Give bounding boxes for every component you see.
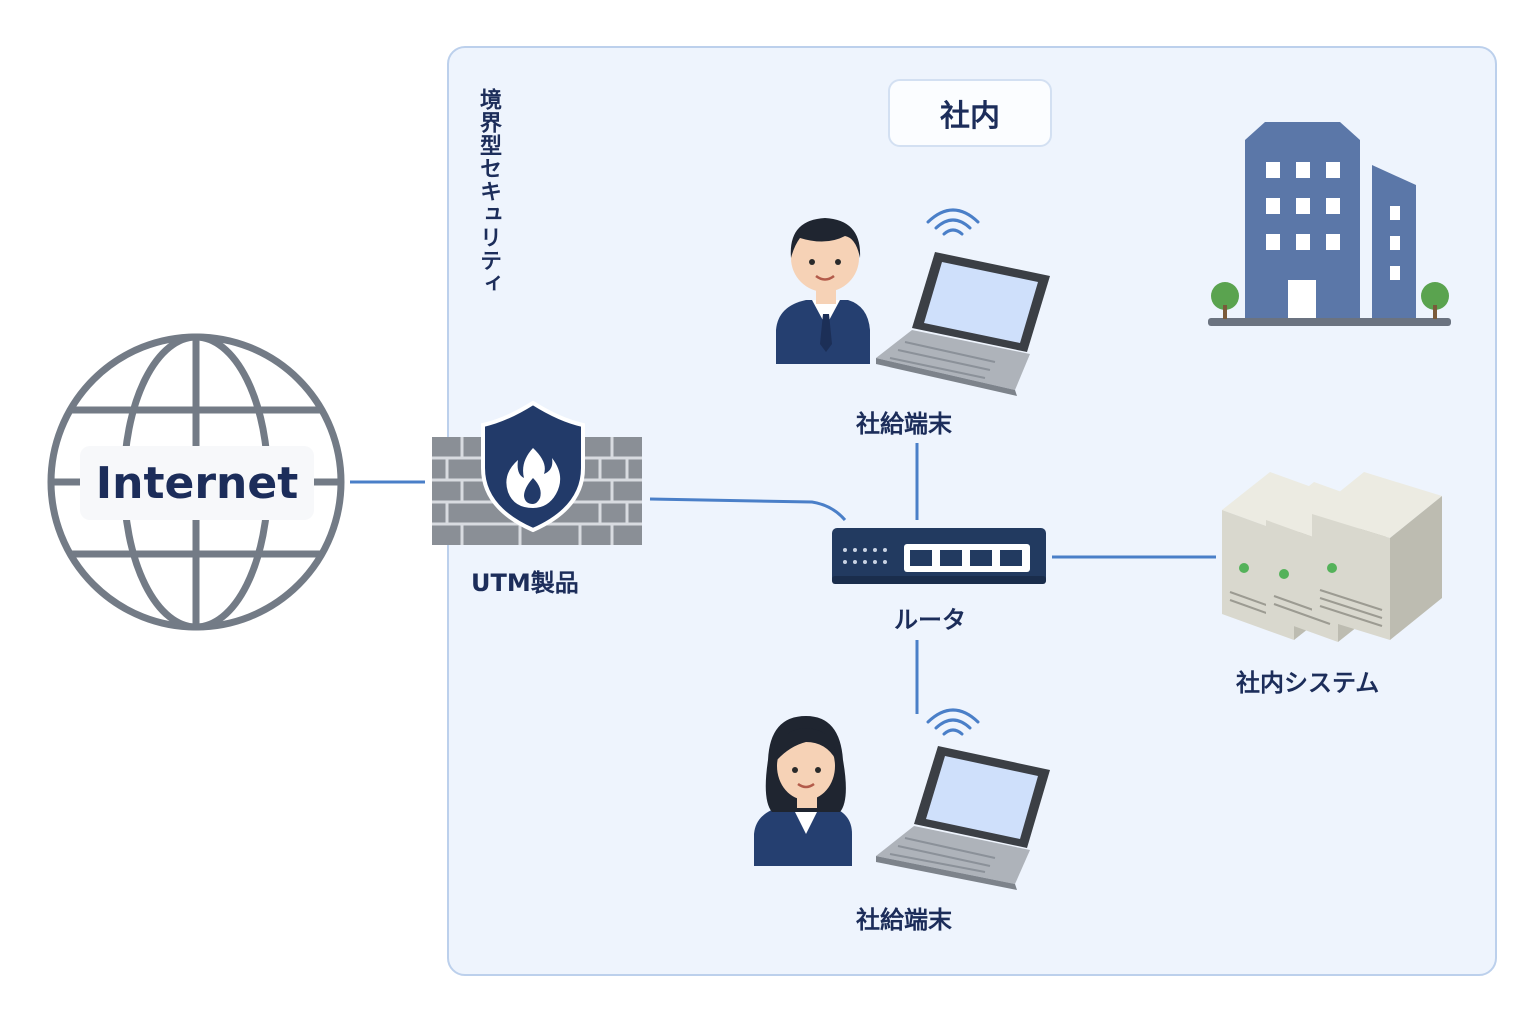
perimeter-security-label: 境界型セキュリティ (476, 88, 501, 295)
businessman-icon (776, 218, 870, 364)
businesswoman-icon (754, 716, 852, 866)
terminal-bottom-label: 社給端末 (856, 906, 952, 934)
line-utm-router (649, 497, 847, 521)
connection-lines (350, 443, 1216, 714)
laptop-icon (876, 708, 1050, 890)
server-icon (1222, 472, 1442, 642)
laptop-icon (876, 208, 1050, 396)
internet-label: Internet (80, 446, 314, 520)
terminal-top-label: 社給端末 (856, 410, 952, 438)
firewall-shield-icon (432, 400, 642, 545)
utm-label: UTM製品 (471, 569, 579, 597)
router-icon (832, 528, 1046, 584)
office-building-icon (1208, 122, 1451, 326)
router-label: ルータ (894, 606, 966, 634)
internal-system-label: 社内システム (1236, 669, 1380, 697)
zone-title: 社内 (888, 79, 1052, 147)
